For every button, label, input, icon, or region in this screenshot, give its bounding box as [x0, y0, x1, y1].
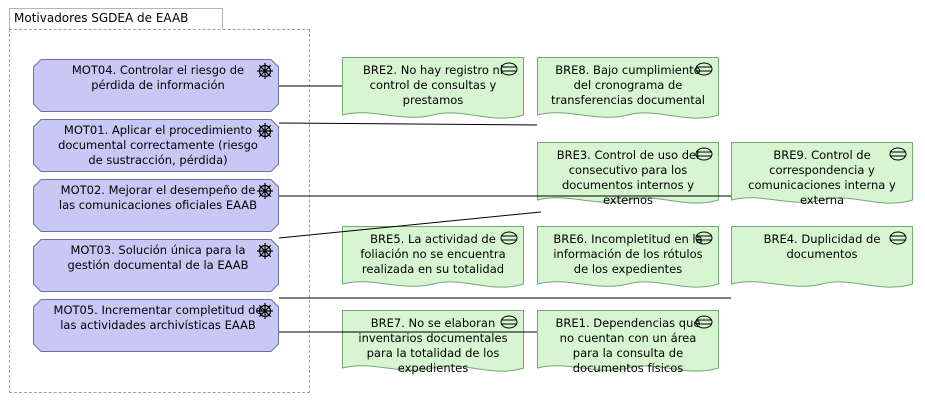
requirement-shape: [342, 226, 524, 288]
connector-mot01-bre8: [278, 122, 538, 126]
motivator-label: MOT02. Mejorar el desempeño de las comun…: [58, 183, 258, 212]
requirement-bre5[interactable]: BRE5. La actividad de foliación no se en…: [342, 226, 524, 292]
motivator-shape: [33, 239, 279, 292]
requirement-shape: [537, 226, 719, 288]
motivator-mot01[interactable]: MOT01. Aplicar el procedimiento document…: [33, 119, 279, 172]
requirement-shape: [537, 57, 719, 119]
wheel-icon: [257, 123, 273, 139]
motivator-mot02[interactable]: MOT02. Mejorar el desempeño de las comun…: [33, 179, 279, 232]
requirement-bre3[interactable]: BRE3. Control de uso del consecutivo par…: [537, 142, 719, 208]
requirement-shape: [731, 226, 913, 288]
motivator-mot05[interactable]: MOT05. Incrementar completitud de las ac…: [33, 299, 279, 352]
goal-icon: [500, 62, 518, 76]
wheel-icon: [257, 303, 273, 319]
motivator-shape: [33, 119, 279, 172]
motivator-shape: [33, 59, 279, 112]
requirement-label: BRE5. La actividad de foliación no se en…: [360, 232, 506, 276]
requirement-shape: [731, 142, 913, 204]
goal-icon: [889, 231, 907, 245]
motivator-shape: [33, 179, 279, 232]
requirement-label: BRE4. Duplicidad de documentos: [763, 232, 881, 261]
wheel-icon: [257, 63, 273, 79]
requirement-label: BRE2. No hay registro ni control de cons…: [362, 63, 504, 107]
requirement-bre6[interactable]: BRE6. Incompletitud en la información de…: [537, 226, 719, 292]
requirement-bre9[interactable]: BRE9. Control de correspondencia y comun…: [731, 142, 913, 208]
wheel-icon: [257, 183, 273, 199]
motivator-shape: [33, 299, 279, 352]
requirement-bre1[interactable]: BRE1. Dependencias que no cuentan con un…: [537, 310, 719, 376]
motivator-label: MOT01. Aplicar el procedimiento document…: [58, 123, 258, 167]
requirement-bre7[interactable]: BRE7. No se elaboran inventarios documen…: [342, 310, 524, 376]
goal-icon: [695, 147, 713, 161]
goal-icon: [695, 315, 713, 329]
requirement-label: BRE9. Control de correspondencia y comun…: [748, 148, 896, 207]
requirement-bre4[interactable]: BRE4. Duplicidad de documentos: [731, 226, 913, 292]
motivator-label: MOT05. Incrementar completitud de las ac…: [53, 303, 263, 332]
requirement-shape: [342, 57, 524, 119]
group-title: Motivadores SGDEA de EAAB: [14, 11, 189, 25]
requirement-label: BRE3. Control de uso del consecutivo par…: [556, 148, 700, 207]
requirement-label: BRE1. Dependencias que no cuentan con un…: [555, 316, 701, 375]
requirement-label: BRE8. Bajo cumplimiento del cronograma d…: [550, 63, 705, 107]
requirement-label: BRE7. No se elaboran inventarios documen…: [358, 316, 508, 375]
goal-icon: [889, 147, 907, 161]
goal-icon: [500, 231, 518, 245]
motivator-label: MOT04. Controlar el riesgo de pérdida de…: [71, 63, 245, 92]
requirement-bre8[interactable]: BRE8. Bajo cumplimiento del cronograma d…: [537, 57, 719, 123]
motivator-label: MOT03. Solución única para la gestión do…: [67, 243, 249, 272]
requirement-shape: [342, 310, 524, 372]
requirement-shape: [537, 142, 719, 204]
group-tab: [9, 8, 223, 30]
requirement-shape: [537, 310, 719, 372]
motivator-mot04[interactable]: MOT04. Controlar el riesgo de pérdida de…: [33, 59, 279, 112]
motivator-mot03[interactable]: MOT03. Solución única para la gestión do…: [33, 239, 279, 292]
goal-icon: [695, 62, 713, 76]
group-frame[interactable]: [9, 29, 310, 393]
goal-icon: [500, 315, 518, 329]
requirement-label: BRE6. Incompletitud en la información de…: [553, 232, 703, 276]
wheel-icon: [257, 243, 273, 259]
requirement-bre2[interactable]: BRE2. No hay registro ni control de cons…: [342, 57, 524, 123]
goal-icon: [695, 231, 713, 245]
